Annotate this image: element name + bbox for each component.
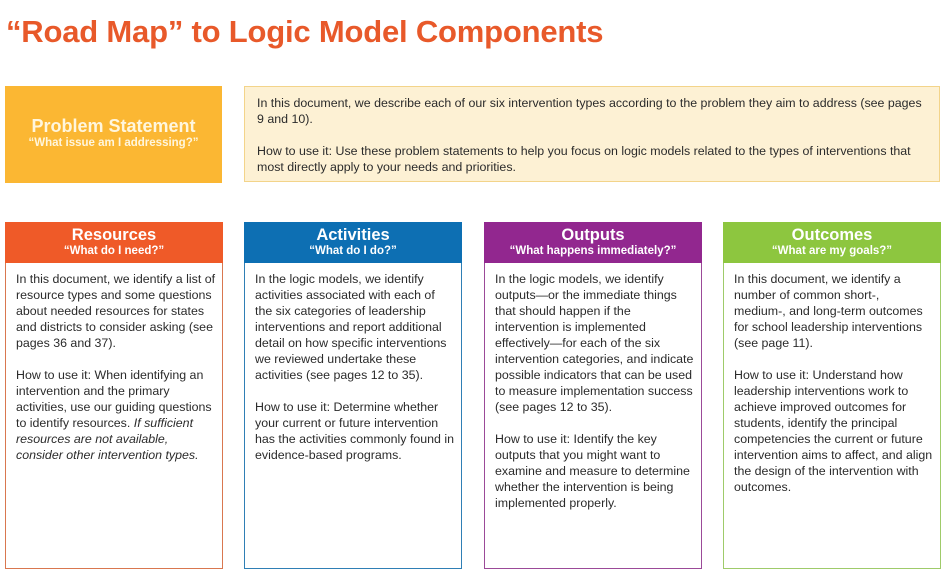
outcomes-title: Outcomes xyxy=(791,226,873,244)
activities-header: Activities “What do I do?” xyxy=(244,222,462,263)
outcomes-subtitle: “What are my goals?” xyxy=(771,245,893,257)
outputs-subtitle: “What happens immediately?” xyxy=(509,245,677,257)
outputs-how-to-use: How to use it: Identify the key outputs … xyxy=(495,432,690,510)
problem-statement-subtitle: “What issue am I addressing?” xyxy=(28,137,199,149)
outputs-header: Outputs “What happens immediately?” xyxy=(484,222,702,263)
outcomes-header: Outcomes “What are my goals?” xyxy=(723,222,941,263)
resources-body: In this document, we identify a list of … xyxy=(5,263,223,569)
outcomes-paragraph: In this document, we identify a number o… xyxy=(734,272,923,350)
activities-body: In the logic models, we identify activit… xyxy=(244,263,462,569)
outputs-column: Outputs “What happens immediately?” In t… xyxy=(484,222,702,569)
resources-paragraph: In this document, we identify a list of … xyxy=(16,272,216,350)
resources-how-to-use: How to use it: When identifying an inter… xyxy=(16,367,216,463)
description-how-to-use: How to use it: Use these problem stateme… xyxy=(257,144,911,174)
problem-statement-description: In this document, we describe each of ou… xyxy=(244,86,940,182)
resources-column: Resources “What do I need?” In this docu… xyxy=(5,222,223,569)
activities-subtitle: “What do I do?” xyxy=(309,245,397,257)
problem-statement-box: Problem Statement “What issue am I addre… xyxy=(5,86,222,183)
outcomes-how-to-use: How to use it: Understand how leadership… xyxy=(734,368,933,494)
resources-how-to-use-text: How to use it: When identifying an inter… xyxy=(16,368,212,430)
outcomes-column: Outcomes “What are my goals?” In this do… xyxy=(723,222,941,569)
description-paragraph: In this document, we describe each of ou… xyxy=(257,96,922,126)
page-title: “Road Map” to Logic Model Components xyxy=(6,14,604,49)
outputs-title: Outputs xyxy=(561,226,625,244)
resources-subtitle: “What do I need?” xyxy=(63,245,165,257)
outcomes-body: In this document, we identify a number o… xyxy=(723,263,941,569)
activities-how-to-use: How to use it: Determine whether your cu… xyxy=(255,400,455,462)
activities-column: Activities “What do I do?” In the logic … xyxy=(244,222,462,569)
resources-title: Resources xyxy=(71,226,157,244)
outputs-paragraph: In the logic models, we identify outputs… xyxy=(495,272,694,414)
activities-paragraph: In the logic models, we identify activit… xyxy=(255,272,447,382)
problem-statement-title: Problem Statement xyxy=(31,116,196,136)
activities-title: Activities xyxy=(316,226,390,244)
resources-header: Resources “What do I need?” xyxy=(5,222,223,263)
resources-italic-note: If sufficient resources are not availabl… xyxy=(16,416,199,462)
outputs-body: In the logic models, we identify outputs… xyxy=(484,263,702,569)
